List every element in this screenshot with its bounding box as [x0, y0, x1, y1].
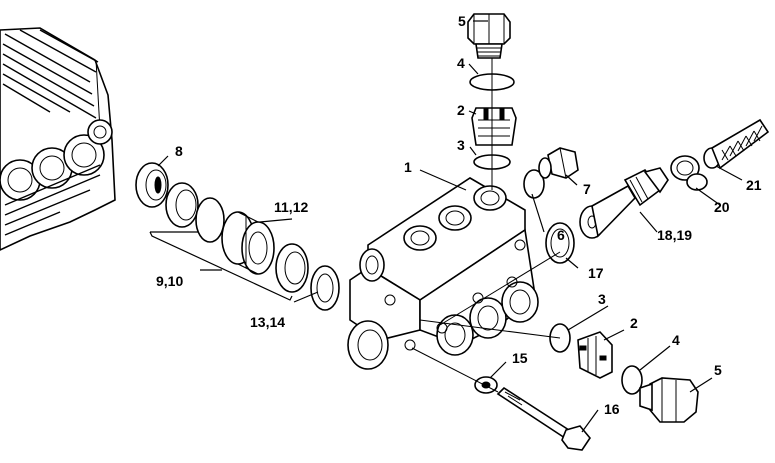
o-ring-part-17 — [545, 222, 575, 264]
callout-13-14: 13,14 — [250, 314, 285, 330]
callout-21: 21 — [746, 177, 762, 193]
bolt-part-16 — [496, 386, 591, 451]
callout-16: 16 — [604, 401, 620, 417]
callout-18-19: 18,19 — [657, 227, 692, 243]
callout-17: 17 — [588, 265, 604, 281]
valve-part-2-bottom — [577, 331, 613, 379]
callout-labels: 5 4 2 3 1 8 7 6 11,12 17 18,19 20 21 9,1… — [156, 13, 762, 417]
callout-4-bottom: 4 — [672, 332, 680, 348]
plug-part-5-bottom — [639, 377, 699, 423]
ring-part-14 — [310, 265, 340, 311]
seal-part-8 — [135, 162, 169, 208]
crankcase-housing — [0, 27, 116, 251]
unloader-part-18-19 — [579, 167, 669, 239]
callout-5-bottom: 5 — [714, 362, 722, 378]
callout-3-bottom: 3 — [598, 291, 606, 307]
seal-retainer-part-11-12 — [221, 211, 275, 275]
callout-11-12: 11,12 — [274, 199, 308, 215]
valve-part-2-top — [471, 107, 517, 146]
callout-8: 8 — [175, 143, 183, 159]
plug-part-7 — [538, 147, 579, 179]
callout-5-top: 5 — [458, 13, 466, 29]
callout-7: 7 — [583, 181, 591, 197]
callout-2-top: 2 — [457, 102, 465, 118]
callout-1: 1 — [404, 159, 412, 175]
manifold-body-part-1 — [347, 177, 539, 370]
clamp-part-20 — [670, 155, 708, 191]
callout-2-bottom: 2 — [630, 315, 638, 331]
leader-lines — [157, 20, 743, 433]
callout-6: 6 — [557, 227, 565, 243]
o-ring-part-4-bottom — [621, 365, 643, 395]
callout-9-10: 9,10 — [156, 273, 183, 289]
filter-part-21 — [703, 118, 770, 170]
callout-20: 20 — [714, 199, 730, 215]
o-ring-part-6 — [523, 169, 545, 199]
sleeve-part — [165, 182, 199, 228]
callout-15: 15 — [512, 350, 528, 366]
washer-part-15 — [474, 376, 498, 394]
callout-3-top: 3 — [457, 137, 465, 153]
callout-4-top: 4 — [457, 55, 465, 71]
o-ring-part-9 — [195, 197, 225, 243]
seal-part-13 — [275, 243, 309, 293]
